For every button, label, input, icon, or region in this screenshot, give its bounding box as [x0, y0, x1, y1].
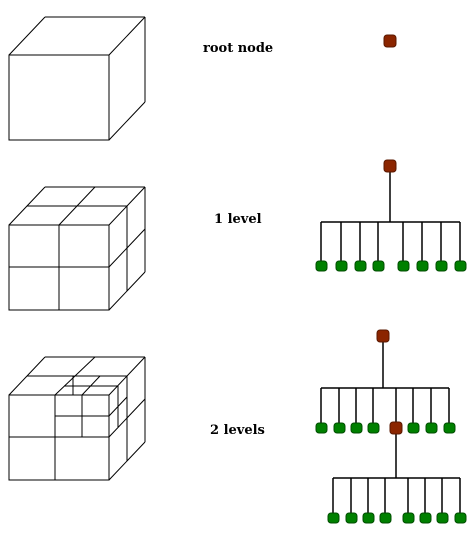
leaf-node [402, 512, 415, 524]
leaf-node [419, 512, 432, 524]
leaf-node [397, 260, 410, 272]
leaf-node [372, 260, 385, 272]
cube-root-node [8, 16, 146, 141]
root-node-label: root node [203, 41, 274, 56]
leaf-node [436, 512, 449, 524]
leaf-node [443, 422, 456, 434]
leaf-nodes [315, 260, 467, 272]
two-levels-label: 2 levels [210, 423, 265, 438]
leaf-node [435, 260, 448, 272]
root-node [376, 329, 390, 343]
cube-two-levels [8, 356, 146, 481]
subdivided-node [389, 421, 403, 435]
tree-root-node [383, 34, 397, 48]
one-level-label: 1 level [214, 212, 262, 227]
tree-one-level [315, 159, 467, 272]
leaf-node [367, 422, 380, 434]
leaf-node [315, 422, 328, 434]
tree-two-levels [315, 329, 467, 524]
leaf-node [327, 512, 340, 524]
leaf-node [335, 260, 348, 272]
leaf-node [379, 512, 392, 524]
leaf-node [350, 422, 363, 434]
leaf-node [454, 512, 467, 524]
leaf-node [416, 260, 429, 272]
cube-one-level [8, 186, 146, 311]
leaf-node [315, 260, 328, 272]
leaf-node [362, 512, 375, 524]
level-two-leaf-nodes [327, 512, 467, 524]
leaf-node [425, 422, 438, 434]
leaf-node [454, 260, 467, 272]
leaf-node [345, 512, 358, 524]
tree-one-level-edges [320, 166, 461, 266]
leaf-node [333, 422, 346, 434]
level-one-nodes [315, 422, 456, 434]
tree-two-levels-edges [320, 336, 461, 518]
leaf-node [407, 422, 420, 434]
root-node [383, 34, 397, 48]
root-node [383, 159, 397, 173]
leaf-node [354, 260, 367, 272]
